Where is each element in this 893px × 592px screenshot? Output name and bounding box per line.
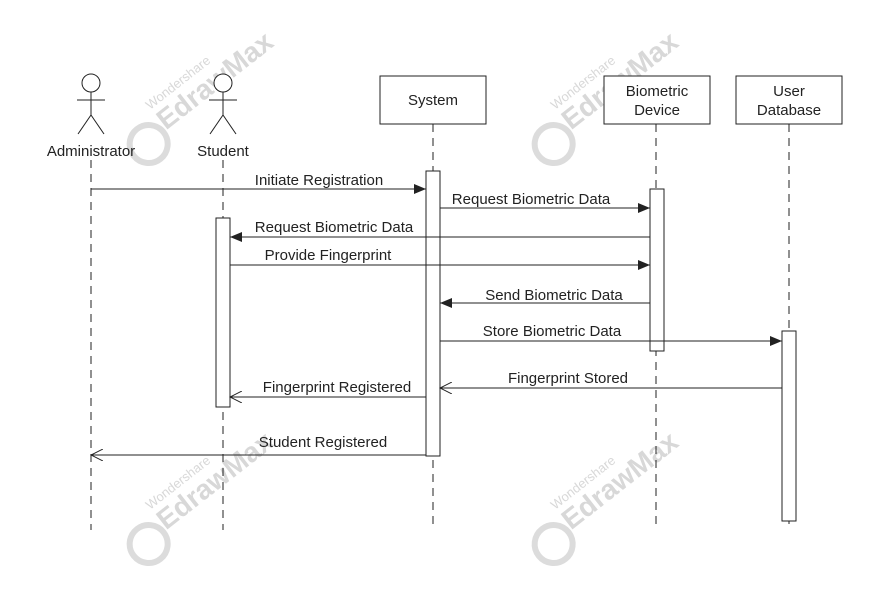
object-user-database-label-line2: Database <box>757 102 821 119</box>
actor-administrator <box>77 73 105 135</box>
object-user-database-label-line1: User <box>773 83 805 100</box>
actor-student-icon <box>213 73 233 93</box>
message-label-initiate-registration: Initiate Registration <box>255 172 383 189</box>
activation-user-database <box>781 330 797 522</box>
object-system-label: System <box>408 92 458 109</box>
actor-student <box>209 73 237 135</box>
actor-administrator-icon <box>81 73 101 93</box>
object-user-database <box>735 75 843 125</box>
message-label-request-biometric-data-to-device: Request Biometric Data <box>452 191 611 208</box>
message-label-provide-fingerprint: Provide Fingerprint <box>265 247 393 264</box>
actor-student-label: Student <box>197 143 250 160</box>
message-label-student-registered: Student Registered <box>259 434 387 451</box>
activation-biometric-device <box>649 188 665 352</box>
message-label-fingerprint-stored: Fingerprint Stored <box>508 370 628 387</box>
object-biometric-device-label-line1: Biometric <box>626 83 689 100</box>
object-system <box>379 75 487 125</box>
message-label-send-biometric-data: Send Biometric Data <box>485 287 623 304</box>
activation-system <box>425 170 441 457</box>
object-biometric-device-label-line2: Device <box>634 102 680 119</box>
object-biometric-device <box>603 75 711 125</box>
message-label-store-biometric-data: Store Biometric Data <box>483 323 622 340</box>
watermark-bottom-right: Wondershare EdrawMax <box>531 425 684 567</box>
message-label-request-biometric-data-to-student: Request Biometric Data <box>255 219 414 236</box>
activation-student <box>215 217 231 408</box>
actor-administrator-label: Administrator <box>47 143 135 160</box>
message-label-fingerprint-registered: Fingerprint Registered <box>263 379 411 396</box>
